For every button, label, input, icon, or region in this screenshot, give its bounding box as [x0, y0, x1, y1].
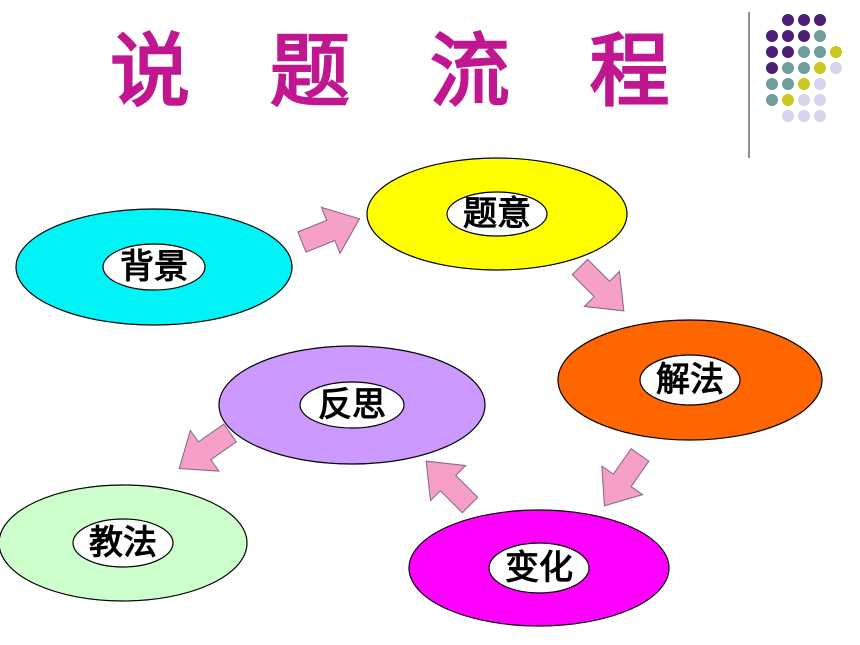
decorative-dot [766, 46, 778, 58]
flow-arrow [571, 258, 625, 312]
decorative-dot-grid [766, 14, 842, 122]
decorative-dot [830, 46, 842, 58]
decorative-dot [798, 46, 810, 58]
decorative-dot [798, 94, 810, 106]
decorative-divider-line [748, 12, 750, 158]
node-teaching: 教法 [0, 484, 248, 602]
decorative-dot [798, 30, 810, 42]
page-title: 说 题 流 程 [110, 25, 696, 118]
flow-arrow [601, 448, 650, 507]
node-hole [446, 191, 548, 237]
node-background: 背景 [15, 208, 293, 326]
flow-arrow [297, 206, 361, 255]
decorative-dot [782, 62, 794, 74]
flow-arrow [178, 423, 237, 472]
decorative-dot [766, 78, 778, 90]
node-label: 背景 [120, 247, 188, 287]
node-label: 教法 [89, 523, 157, 563]
decorative-dot [814, 46, 826, 58]
decorative-dot [782, 110, 794, 122]
node-hole [102, 243, 206, 291]
node-label: 题意 [463, 194, 531, 234]
node-hole [488, 542, 590, 594]
decorative-dot [814, 62, 826, 74]
decorative-dot [814, 14, 826, 26]
decorative-dot [798, 14, 810, 26]
decorative-dot [766, 30, 778, 42]
decorative-dot [798, 110, 810, 122]
decorative-dot [782, 94, 794, 106]
flow-arrows [178, 206, 650, 514]
decorative-dot [814, 110, 826, 122]
flow-nodes: 背景 题意 解法 变化 反思 [0, 157, 823, 627]
decorative-dot [814, 30, 826, 42]
decorative-dot [798, 78, 810, 90]
flow-arrow [425, 460, 479, 514]
decorative-dot [782, 30, 794, 42]
decorative-dot [814, 94, 826, 106]
decorative-dot [766, 62, 778, 74]
node-solution: 解法 [557, 319, 823, 441]
node-label: 变化 [505, 548, 573, 588]
node-label: 解法 [656, 360, 724, 400]
decorative-dot [782, 14, 794, 26]
decorative-dot [798, 62, 810, 74]
decorative-dot [782, 46, 794, 58]
decorative-dot [782, 78, 794, 90]
node-meaning: 题意 [366, 157, 628, 271]
node-hole [639, 354, 741, 406]
node-hole [72, 518, 174, 568]
node-hole [299, 381, 405, 429]
decorative-dot [814, 78, 826, 90]
node-variation: 变化 [408, 509, 670, 627]
decorative-dot [766, 94, 778, 106]
node-reflection: 反思 [218, 345, 486, 465]
decorative-dot [830, 62, 842, 74]
node-label: 反思 [318, 385, 386, 425]
